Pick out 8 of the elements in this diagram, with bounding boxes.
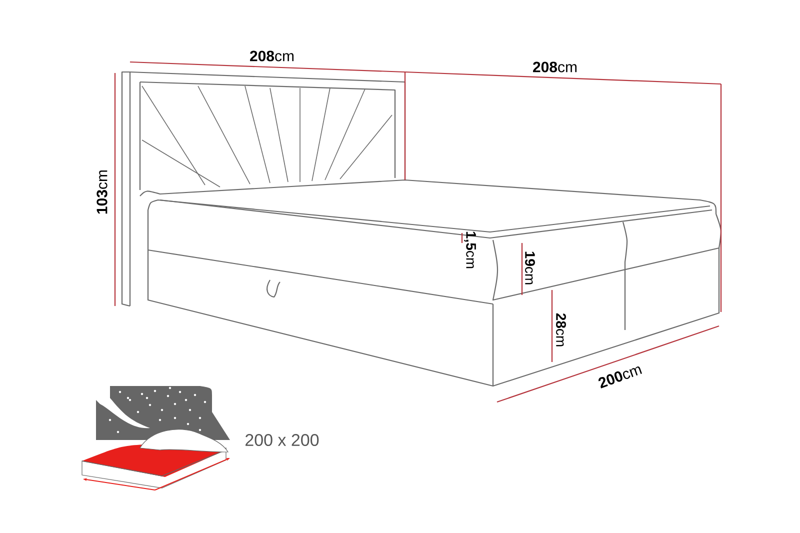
dimension-label: 208cm	[533, 62, 577, 72]
dimension-label: 28cm	[556, 313, 566, 346]
dimension-label: 19cm	[525, 252, 535, 284]
dimension-label: 1,5cm	[464, 232, 476, 268]
dimension-label: 103cm	[96, 170, 108, 214]
size-label: 200 x 200	[246, 434, 319, 446]
dimension-label: 208cm	[250, 50, 294, 62]
dimension-label: 200cm	[598, 366, 642, 388]
